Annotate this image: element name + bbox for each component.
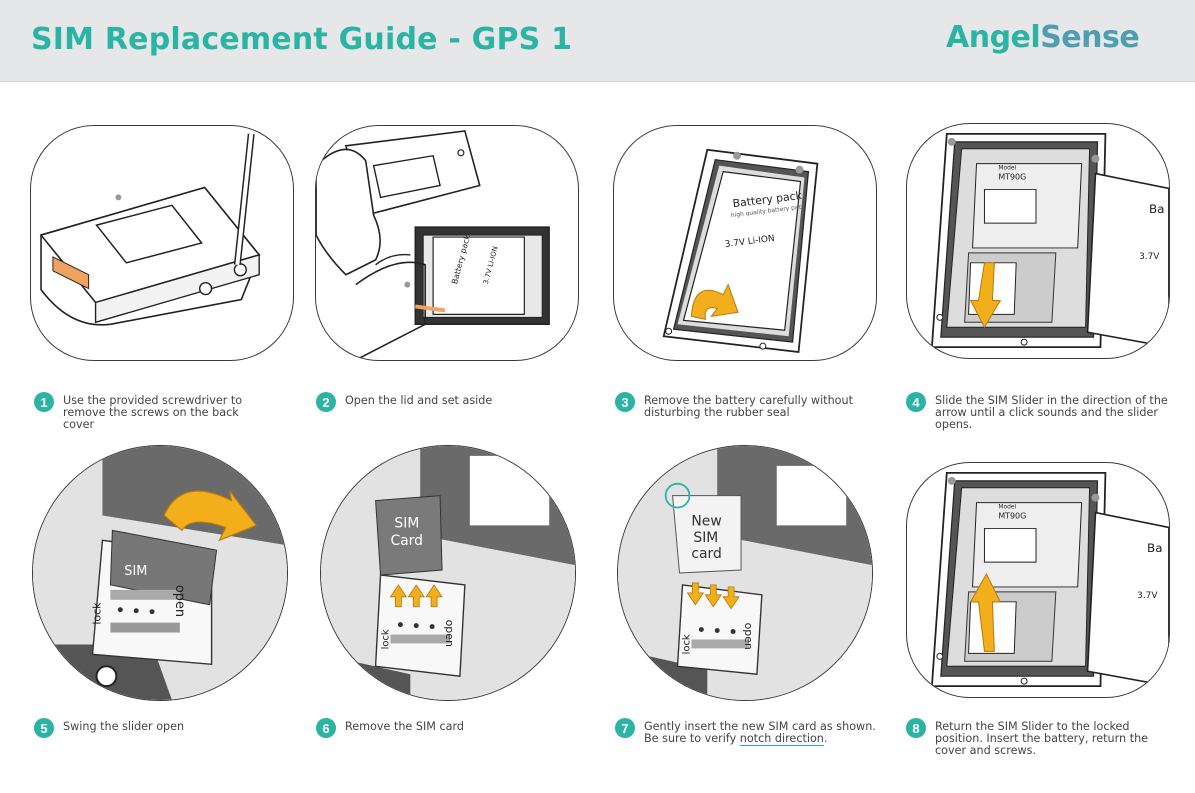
step-7-illustration: New SIM card lock open — [617, 445, 873, 701]
sim-card-label-top: SIM — [394, 515, 419, 531]
step-caption: Return the SIM Slider to the locked posi… — [935, 720, 1149, 757]
lock-label: lock — [380, 629, 391, 649]
open-label: open — [443, 620, 456, 647]
step-6: 6 Remove the SIM card — [316, 718, 570, 738]
open-label: open — [742, 623, 755, 650]
new-sim-label-card: card — [691, 546, 721, 562]
open-label: open — [172, 585, 187, 617]
header-bar: SIM Replacement Guide - GPS 1 AngelSense — [0, 0, 1195, 82]
step-4-illustration: Model MT90G Ba 3.7V — [906, 123, 1170, 359]
step-3: 3 Remove the battery carefully without d… — [615, 392, 859, 419]
step-number-badge: 1 — [34, 392, 54, 412]
step-2-illustration: Battery pack 3.7V Li-ION — [315, 125, 579, 361]
lock-label: lock — [90, 602, 103, 625]
step-2: 2 Open the lid and set aside — [316, 392, 570, 412]
battery-label: Ba — [1147, 541, 1162, 555]
page-title: SIM Replacement Guide - GPS 1 — [31, 22, 573, 57]
step-8-illustration: Model MT90G Ba 3.7V — [906, 462, 1170, 698]
step-caption: Remove the SIM card — [345, 720, 464, 733]
step-caption: Use the provided screwdriver to remove t… — [63, 394, 243, 431]
battery-label: Ba — [1149, 202, 1164, 216]
step-number-badge: 2 — [316, 392, 336, 412]
step-number-badge: 3 — [615, 392, 635, 412]
new-sim-label-new: New — [691, 513, 721, 529]
step-1: 1 Use the provided screwdriver to remove… — [34, 392, 268, 431]
step-6-illustration: SIM Card lock open — [320, 445, 576, 701]
step-caption: Slide the SIM Slider in the direction of… — [935, 394, 1168, 431]
sim-card-label: SIM — [124, 564, 147, 579]
step-7: 7 Gently insert the new SIM card as show… — [615, 718, 879, 745]
step-4: 4 Slide the SIM Slider in the direction … — [906, 392, 1171, 431]
model-name: MT90G — [998, 173, 1026, 182]
step-caption: Gently insert the new SIM card as shown.… — [644, 720, 876, 745]
step-8: 8 Return the SIM Slider to the locked po… — [906, 718, 1180, 757]
model-label: Model — [998, 504, 1016, 511]
step-caption: Open the lid and set aside — [345, 394, 493, 407]
sim-card-label-bottom: Card — [390, 533, 422, 549]
step-number-badge: 5 — [34, 718, 54, 738]
lock-label: lock — [681, 634, 692, 654]
new-sim-label-sim: SIM — [693, 530, 718, 546]
step-number-badge: 8 — [906, 718, 926, 738]
step-number-badge: 6 — [316, 718, 336, 738]
battery-voltage: 3.7V — [1139, 252, 1160, 262]
step-caption: Swing the slider open — [63, 720, 185, 733]
step-3-illustration: Battery pack high quality battery pack 3… — [613, 125, 877, 361]
step-number-badge: 7 — [615, 718, 635, 738]
step-1-illustration — [30, 125, 294, 361]
step-caption: Remove the battery carefully without dis… — [644, 394, 853, 419]
step-5-illustration: SIM lock open — [32, 445, 288, 701]
model-name: MT90G — [998, 512, 1026, 521]
model-label: Model — [998, 165, 1016, 172]
step-number-badge: 4 — [906, 392, 926, 412]
step-5: 5 Swing the slider open — [34, 718, 288, 738]
brand-logo: AngelSense — [946, 20, 1140, 55]
battery-voltage: 3.7V — [1137, 591, 1158, 601]
notch-direction-note: notch direction — [739, 732, 824, 745]
